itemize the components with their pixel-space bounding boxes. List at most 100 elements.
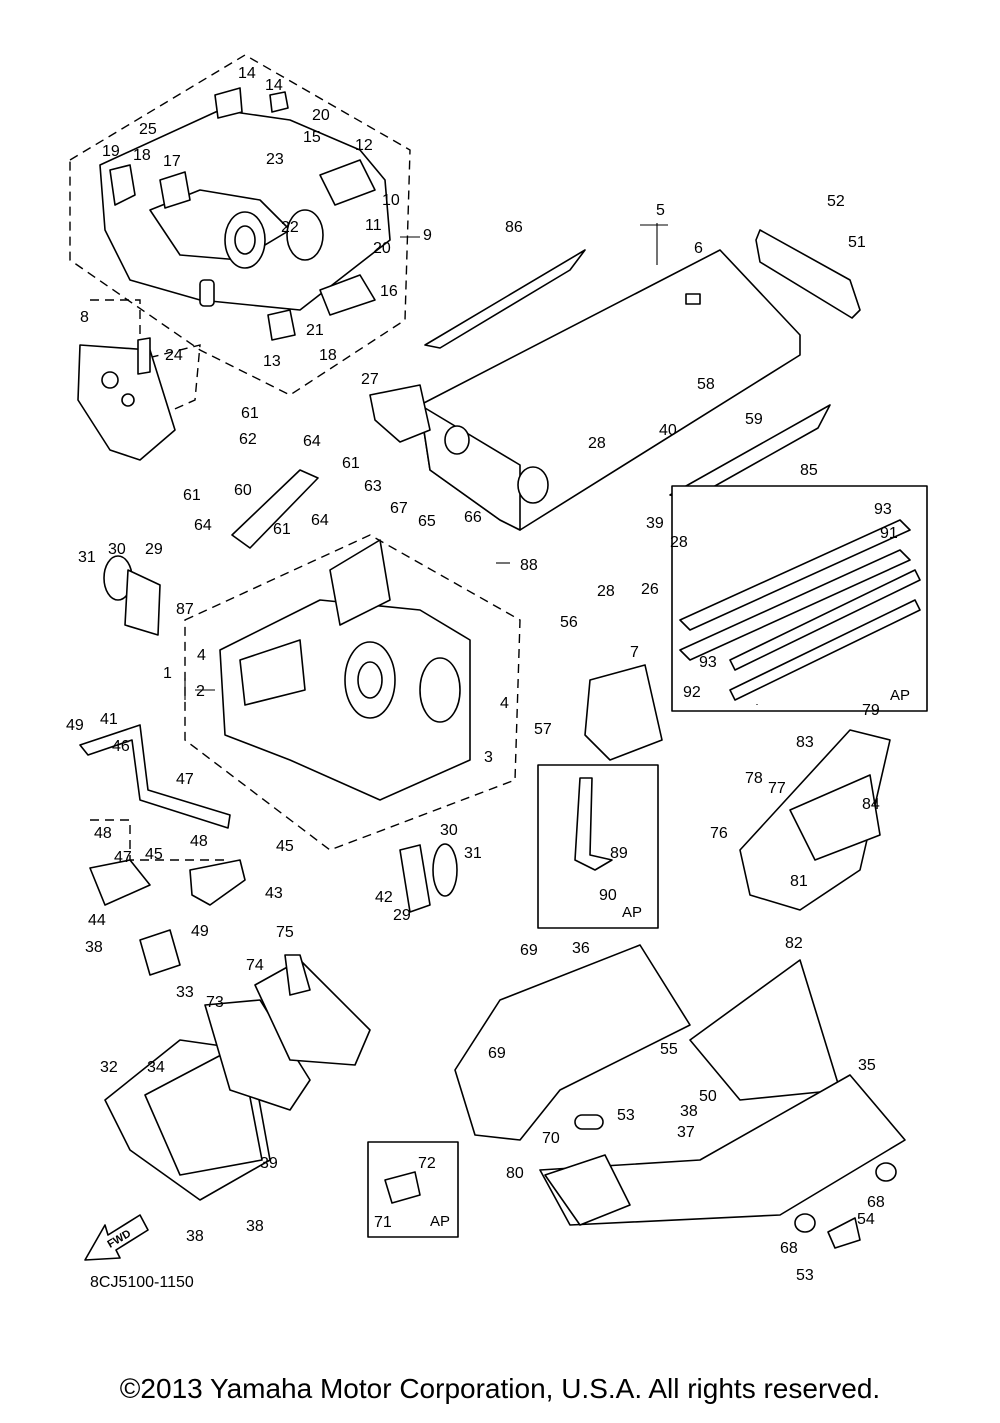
part-number-16: 16: [380, 283, 398, 300]
part-number-39: 39: [260, 1155, 278, 1172]
part-number-31: 31: [78, 549, 96, 566]
panel-82: [689, 959, 841, 1101]
part-number-61: 61: [273, 521, 291, 538]
bracket-27: [369, 384, 431, 443]
part-number-21: 21: [306, 322, 324, 339]
group-box-steering-frame: [69, 54, 411, 396]
part-number-28: 28: [670, 534, 688, 551]
part-number-39: 39: [646, 515, 664, 532]
bracket-89: [574, 777, 613, 871]
part-number-53: 53: [617, 1107, 635, 1124]
part-number-36: 36: [572, 940, 590, 957]
part-number-65: 65: [418, 513, 436, 530]
part-number-7: 7: [630, 644, 639, 661]
part-number-5: 5: [656, 202, 665, 219]
group-box-bumper: [90, 819, 230, 861]
part-number-13: 13: [263, 353, 281, 370]
part-number-79: 79: [862, 702, 880, 719]
part-number-60: 60: [234, 482, 252, 499]
boot-lower: [399, 843, 458, 913]
leader-lines: [184, 223, 758, 705]
part-number-31: 31: [464, 845, 482, 862]
part-number-2: 2: [196, 683, 205, 700]
part-number-8: 8: [80, 309, 89, 326]
part-number-4: 4: [197, 647, 206, 664]
part-number-38: 38: [186, 1228, 204, 1245]
part-number-68: 68: [780, 1240, 798, 1257]
part-number-80: 80: [506, 1165, 524, 1182]
bracket-54: [827, 1217, 861, 1249]
part-number-18: 18: [133, 147, 151, 164]
part-number-30: 30: [440, 822, 458, 839]
part-number-24: 24: [165, 347, 183, 364]
copyright-notice: ©2013 Yamaha Motor Corporation, U.S.A. A…: [119, 1373, 881, 1404]
part-number-83: 83: [796, 734, 814, 751]
part-number-29: 29: [393, 907, 411, 924]
decal-86: [424, 249, 586, 349]
part-number-37: 37: [677, 1124, 695, 1141]
part-number-47: 47: [114, 849, 132, 866]
plate-7: [584, 664, 663, 761]
part-number-82: 82: [785, 935, 803, 952]
part-number-19: 19: [102, 143, 120, 160]
part-number-3: 3: [484, 749, 493, 766]
part-number-1: 1: [163, 665, 172, 682]
part-number-30: 30: [108, 541, 126, 558]
lower-pan-36: [454, 944, 691, 1141]
part-number-91: 91: [880, 525, 898, 542]
part-number-62: 62: [239, 431, 257, 448]
part-number-61: 61: [342, 455, 360, 472]
part-number-48: 48: [94, 825, 112, 842]
part-number-38: 38: [680, 1103, 698, 1120]
part-number-53: 53: [796, 1267, 814, 1284]
part-number-43: 43: [265, 885, 283, 902]
part-number-54: 54: [857, 1211, 875, 1228]
part-number-67: 67: [390, 500, 408, 517]
part-number-46: 46: [112, 738, 130, 755]
part-number-18: 18: [319, 347, 337, 364]
bracket-43: [189, 859, 246, 906]
part-number-66: 66: [464, 509, 482, 526]
grommet-70: [574, 1114, 604, 1130]
bracket-33: [139, 929, 181, 976]
part-number-25: 25: [139, 121, 157, 138]
part-number-42: 42: [375, 889, 393, 906]
part-number-26: 26: [641, 581, 659, 598]
part-number-64: 64: [194, 517, 212, 534]
rails-inset: [671, 485, 928, 712]
part-number-84: 84: [862, 796, 880, 813]
inset-ap-label: AP: [890, 687, 910, 704]
front-pan-panels: [104, 954, 371, 1201]
part-number-48: 48: [190, 833, 208, 850]
part-number-63: 63: [364, 478, 382, 495]
part-number-49: 49: [191, 923, 209, 940]
part-number-49: 49: [66, 717, 84, 734]
part-number-85: 85: [800, 462, 818, 479]
part-number-17: 17: [163, 153, 181, 170]
grommet-68: [794, 1213, 816, 1233]
part-number-93: 93: [699, 654, 717, 671]
steering-frame-assembly: [99, 87, 391, 341]
tunnel-assembly: [419, 249, 801, 531]
part-number-28: 28: [597, 583, 615, 600]
part-number-10: 10: [382, 192, 400, 209]
part-number-61: 61: [241, 405, 259, 422]
part-number-6: 6: [694, 240, 703, 257]
part-number-55: 55: [660, 1041, 678, 1058]
part-number-64: 64: [311, 512, 329, 529]
part-number-12: 12: [355, 137, 373, 154]
part-number-14: 14: [238, 65, 256, 82]
part-number-27: 27: [361, 371, 379, 388]
part-number-93: 93: [874, 501, 892, 518]
part-number-22: 22: [281, 219, 299, 236]
part-number-47: 47: [176, 771, 194, 788]
part-number-32: 32: [100, 1059, 118, 1076]
part-number-92: 92: [683, 684, 701, 701]
fwd-arrow-icon: FWD: [84, 1214, 149, 1261]
diagram-code: 8CJ5100-1150: [90, 1274, 194, 1291]
part-number-90: 90: [599, 887, 617, 904]
group-box-8-24: [90, 299, 201, 421]
bracket-44: [89, 859, 151, 906]
part-number-4: 4: [500, 695, 509, 712]
part-number-29: 29: [145, 541, 163, 558]
